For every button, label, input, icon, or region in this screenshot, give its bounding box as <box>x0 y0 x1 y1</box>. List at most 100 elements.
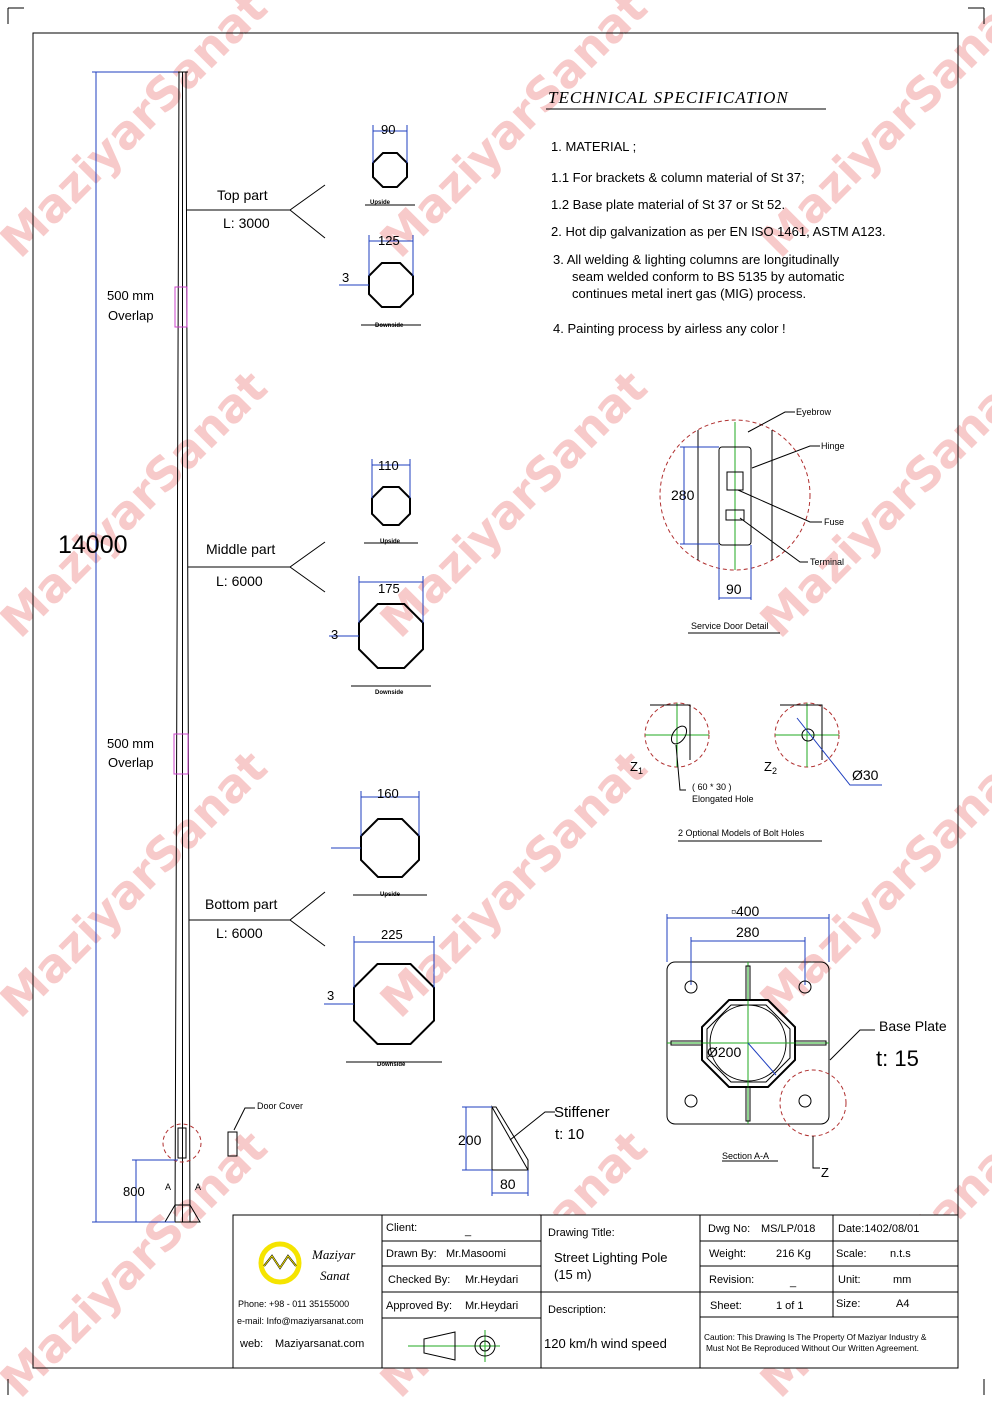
stiffener-width: 80 <box>500 1176 516 1192</box>
mid-up-label: Upside <box>380 539 401 545</box>
elongated-size: ( 60 * 30 ) <box>692 782 732 792</box>
overlap1-label: Overlap <box>108 308 154 323</box>
mid-down-thickness: 3 <box>331 627 338 642</box>
watermark-text: MaziyarSanat <box>750 740 992 1028</box>
weight-label: Weight: <box>709 1248 746 1260</box>
top-part-label: Top part <box>217 187 268 203</box>
section-mid-upside <box>364 459 418 544</box>
watermark-text: MaziyarSanat <box>370 360 658 648</box>
overlap-marker-bottom <box>173 733 189 775</box>
middle-part-label: Middle part <box>206 541 275 557</box>
spec-item: continues metal inert gas (MIG) process. <box>572 286 806 301</box>
bolt-spacing-dim: 280 <box>736 924 760 940</box>
top-up-dim: 90 <box>381 122 395 137</box>
bottom-part-length: L: 6000 <box>216 925 263 941</box>
approved-by-label: Approved By: <box>386 1300 452 1312</box>
door-height-label: 800 <box>123 1184 145 1199</box>
mid-down-label: Downside <box>375 690 404 696</box>
total-height-dimension <box>92 71 178 1223</box>
overlap2-size: 500 mm <box>107 736 154 751</box>
email: e-mail: Info@maziyarsanat.com <box>237 1316 364 1326</box>
spec-item: 4. Painting process by airless any color… <box>553 321 786 336</box>
title-block-grid <box>232 1214 959 1369</box>
spec-item: 1. MATERIAL ; <box>551 139 636 154</box>
web: Maziyarsanat.com <box>275 1338 364 1350</box>
bolt-hole-details <box>644 702 882 842</box>
drawing-title-label: Drawing Title: <box>548 1227 615 1239</box>
top-up-label: Upside <box>370 200 391 206</box>
unit-label: Unit: <box>838 1274 861 1286</box>
elongated-label: Elongated Hole <box>692 794 754 804</box>
spec-item: 3. All welding & lighting columns are lo… <box>553 252 840 267</box>
top-down-label: Downside <box>375 323 404 329</box>
watermark-text: MaziyarSanat <box>0 360 277 648</box>
company-name-2: Sanat <box>320 1268 350 1283</box>
client-label: Client: <box>386 1222 417 1234</box>
door-width-dim: 90 <box>726 581 742 597</box>
hole-diameter: Ø30 <box>852 767 879 783</box>
top-down-dim: 125 <box>378 233 400 248</box>
section-top-downside <box>339 235 421 326</box>
bot-down-thickness: 3 <box>327 988 334 1003</box>
z2-label: Z2 <box>764 759 777 776</box>
z-label: Z <box>821 1165 829 1180</box>
revision-value: _ <box>789 1276 797 1288</box>
size-value: A4 <box>896 1298 909 1310</box>
scale-value: n.t.s <box>890 1248 911 1260</box>
checked-by-label: Checked By: <box>388 1274 450 1286</box>
spec-item: 1.1 For brackets & column material of St… <box>551 170 805 185</box>
mid-down-dim: 175 <box>378 581 400 596</box>
fuse-label: Fuse <box>824 517 844 527</box>
spec-item: seam welded conform to BS 5135 by automa… <box>572 269 845 284</box>
door-detail-marker <box>162 1123 202 1163</box>
web-label: web: <box>239 1338 263 1350</box>
drawing-title-2: (15 m) <box>554 1267 592 1282</box>
dwg-no-label: Dwg No: <box>708 1223 750 1235</box>
section-mark-left: A <box>165 1182 171 1192</box>
middle-part-length: L: 6000 <box>216 573 263 589</box>
top-part-length: L: 3000 <box>223 215 270 231</box>
bot-down-dim: 225 <box>381 927 403 942</box>
part-leaders <box>186 184 326 947</box>
approved-by-value: Mr.Heydari <box>465 1300 518 1312</box>
revision-label: Revision: <box>709 1274 754 1286</box>
spec-title: TECHNICAL SPECIFICATION <box>548 88 789 107</box>
section-bot-downside <box>324 936 442 1063</box>
stiffener-detail <box>462 1105 555 1196</box>
hinge-label: Hinge <box>821 441 845 451</box>
size-label: Size: <box>836 1298 860 1310</box>
client-value: _ <box>464 1225 472 1237</box>
unit-value: mm <box>893 1274 911 1286</box>
cross-sections <box>324 125 442 1063</box>
bot-down-label: Downside <box>377 1062 406 1068</box>
base-plate-thickness: t: 15 <box>876 1046 919 1071</box>
base-plate-detail <box>666 914 875 1169</box>
base-plate-outer-dim: ▫400 <box>731 903 760 919</box>
base-plate-label: Base Plate <box>879 1018 947 1034</box>
section-aa-title: Section A-A <box>722 1151 769 1161</box>
sheet-value: 1 of 1 <box>776 1300 804 1312</box>
date: Date:1402/08/01 <box>838 1223 919 1235</box>
bottom-part-label: Bottom part <box>205 896 277 912</box>
section-bot-upside <box>331 791 427 896</box>
bot-up-label: Upside <box>380 892 401 898</box>
watermark-text: MaziyarSanat <box>750 360 992 648</box>
service-door-title: Service Door Detail <box>691 621 769 631</box>
section-mark-right: A <box>195 1182 201 1192</box>
base-plate-diameter: Ø200 <box>707 1044 741 1060</box>
overlap-marker-top <box>174 286 188 328</box>
door-height-dim: 280 <box>671 487 695 503</box>
caution-line-2: Must Not Be Reproduced Without Our Writt… <box>706 1343 919 1353</box>
stiffener-thickness: t: 10 <box>555 1126 584 1143</box>
top-down-thickness: 3 <box>342 270 349 285</box>
company-name-1: Maziyar <box>311 1247 356 1262</box>
stiffener-label: Stiffener <box>554 1104 610 1121</box>
section-mid-downside <box>329 576 431 687</box>
bot-up-dim: 160 <box>377 786 399 801</box>
sheet-label: Sheet: <box>710 1300 742 1312</box>
watermark-text: MaziyarSanat <box>370 740 658 1028</box>
door-cover-icon <box>227 1131 238 1157</box>
overlap1-size: 500 mm <box>107 288 154 303</box>
overlap2-label: Overlap <box>108 755 154 770</box>
